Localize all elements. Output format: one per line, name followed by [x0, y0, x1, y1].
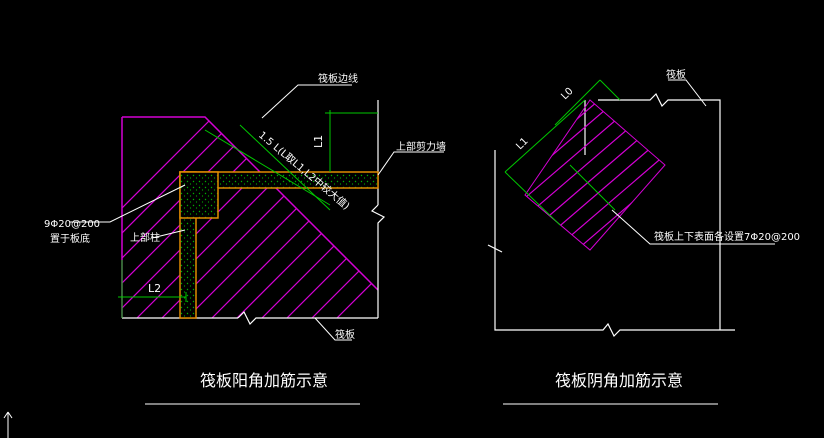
upper-column — [179, 171, 219, 219]
left-dimensions — [118, 110, 378, 318]
right-leaders — [611, 79, 775, 245]
right-raft-left-break — [487, 244, 503, 253]
right-raft-outer-top — [494, 150, 735, 338]
dim-label-right-l1: L1 — [514, 136, 530, 152]
dim-label-diagonal: 1.5 L(L取L1,L2中较大值) — [256, 128, 353, 212]
label-callout: 筏板上下表面各设置7Φ20@200 — [654, 230, 800, 243]
label-right-raft: 筏板 — [666, 68, 686, 81]
label-raft-edge: 筏板边线 — [318, 72, 358, 85]
left-break-bottom — [237, 310, 378, 326]
right-raft-top — [598, 92, 721, 330]
right-hatch-outline — [524, 99, 666, 251]
dim-label-l1: L1 — [312, 135, 325, 148]
right-dimensions — [504, 79, 621, 226]
left-hatch — [122, 117, 378, 318]
label-bars: 9Φ20@200 — [44, 219, 100, 230]
right-title: 筏板阴角加筋示意 — [555, 371, 683, 390]
left-diagram: 筏板边线 上部剪力墙 9Φ20@200 置于板底 上部柱 筏板 L2 L1 1.… — [44, 72, 446, 405]
left-break-right — [370, 204, 386, 318]
right-diagram: 筏板 L0 L1 筏板上下表面各设置7Φ20@200 筏板阴角加筋示意 — [487, 68, 800, 405]
label-upper-column: 上部柱 — [130, 231, 160, 244]
label-raft: 筏板 — [335, 328, 355, 341]
left-title: 筏板阳角加筋示意 — [200, 371, 328, 390]
label-bars-note: 置于板底 — [50, 232, 90, 245]
left-leaders — [70, 84, 444, 341]
left-raft-outline — [122, 116, 379, 291]
dim-label-l0: L0 — [559, 86, 575, 102]
right-hatch — [525, 100, 665, 250]
dim-label-l2: L2 — [148, 282, 161, 295]
ucs-marker — [3, 411, 13, 438]
label-upper-wall: 上部剪力墙 — [396, 140, 446, 153]
